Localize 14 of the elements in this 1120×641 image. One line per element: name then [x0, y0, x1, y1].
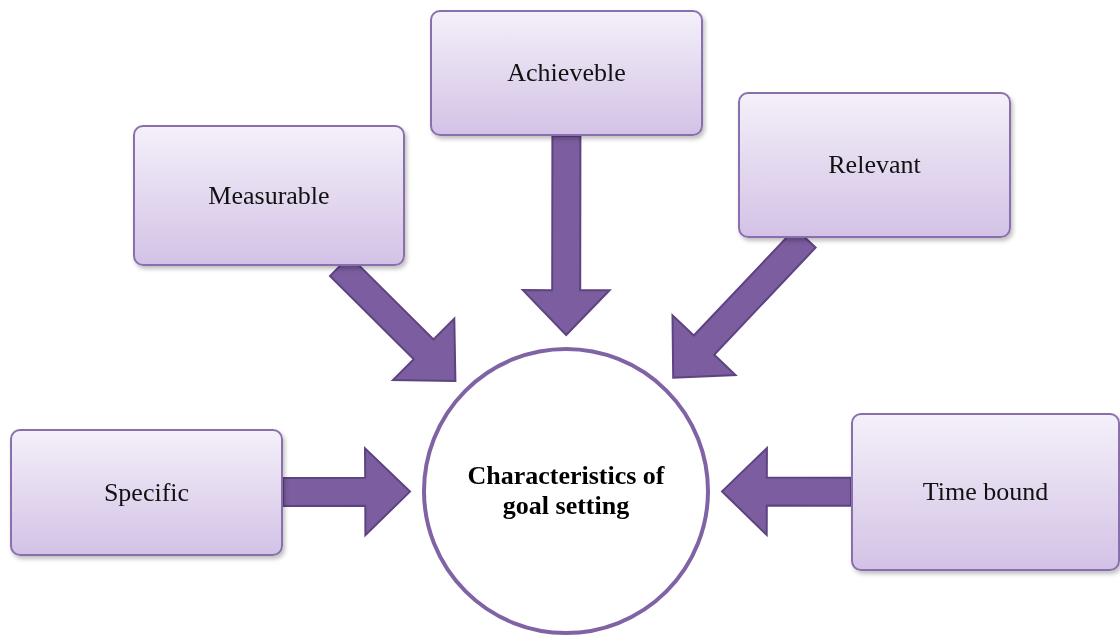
node-label: Time bound: [922, 477, 1049, 507]
characteristic-box: [133, 125, 405, 266]
characteristic-box: [10, 429, 283, 556]
characteristic-box: [738, 92, 1011, 238]
block-arrow: [720, 445, 852, 538]
node-label: Characteristics of goal setting: [466, 461, 666, 521]
node-label: Measurable: [208, 180, 330, 211]
characteristic-box: [430, 10, 703, 136]
node-label: Relevant: [828, 150, 921, 180]
node-label: Achieveble: [507, 58, 626, 88]
characteristic-box: [851, 413, 1120, 571]
node-label: Specific: [103, 477, 190, 508]
block-arrow: [520, 135, 612, 337]
block-arrow: [281, 445, 412, 538]
